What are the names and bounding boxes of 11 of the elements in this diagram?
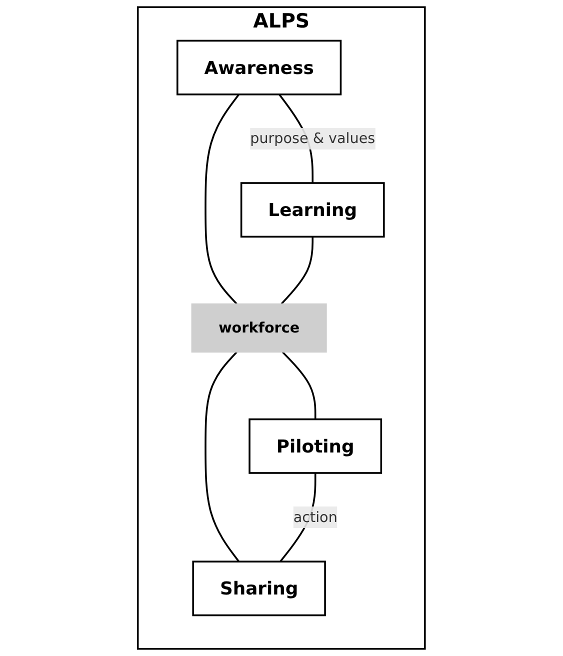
connector [204,94,240,304]
node-box: Piloting [248,418,382,474]
node-box: workforce [191,303,327,353]
node-box: Learning [240,182,385,238]
edge-label: purpose & values [250,130,376,147]
edge-label: action [293,508,338,526]
connector [280,236,314,304]
node-box: Sharing [192,560,326,616]
connector [282,352,316,420]
connector [204,352,240,562]
node-box: Awareness [176,40,342,96]
